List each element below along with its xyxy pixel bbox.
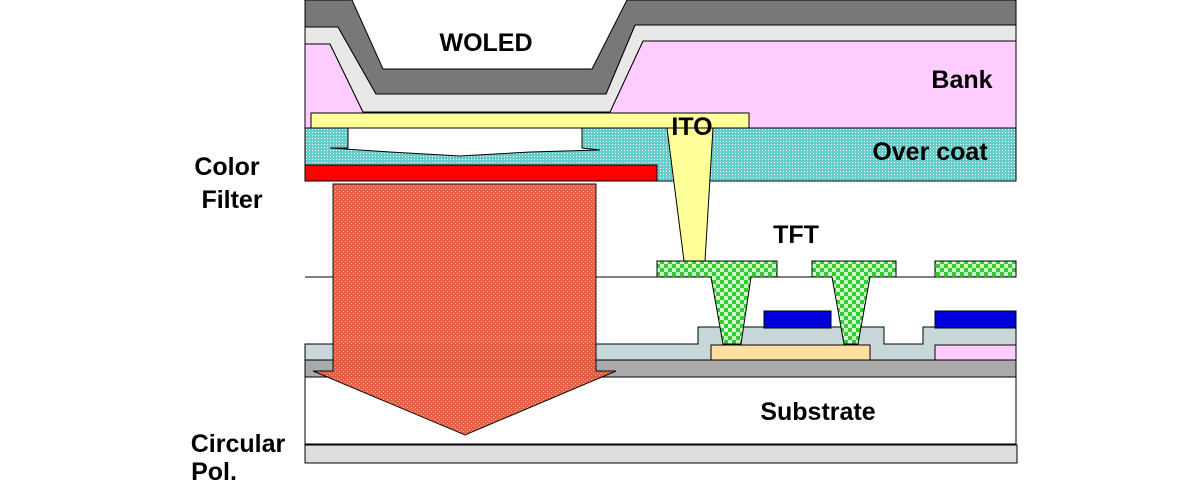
ito-anode <box>310 112 750 129</box>
color-filter-label-line1: Color <box>194 153 260 181</box>
emission-arrow-icon <box>312 183 617 436</box>
color-filter-layer <box>304 164 658 182</box>
drain-contact <box>811 260 897 345</box>
gate-electrode <box>763 310 832 329</box>
circular-pol-label-line2: Pol. <box>191 458 237 485</box>
overcoat-well <box>329 127 601 157</box>
ito-via <box>666 127 714 262</box>
source-contact <box>656 260 778 345</box>
gate-electrode-right <box>934 310 1017 329</box>
pink-storage-layer <box>934 344 1017 361</box>
active-layer <box>710 344 871 361</box>
woled-label: WOLED <box>439 29 532 57</box>
circular-pol-label-line1: Circular <box>191 430 286 458</box>
circular-polarizer-layer <box>304 444 1018 464</box>
data-line-contact <box>934 260 1017 278</box>
color-filter-label-line2: Filter <box>201 186 262 214</box>
tft-label: TFT <box>773 221 819 249</box>
overcoat-label: Over coat <box>872 138 988 166</box>
ito-label: ITO <box>671 113 712 141</box>
bank-label: Bank <box>931 66 992 94</box>
woled-layer <box>304 0 1017 95</box>
substrate-label: Substrate <box>760 398 875 426</box>
